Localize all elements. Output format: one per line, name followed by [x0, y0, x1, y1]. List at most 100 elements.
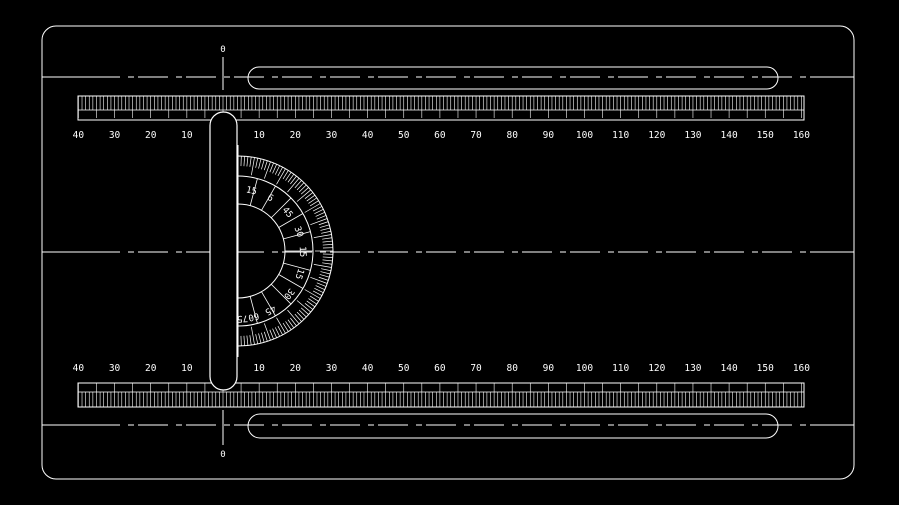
ruler-label: 30	[326, 130, 338, 141]
protractor-tick	[256, 334, 258, 344]
ruler-label: 10	[181, 130, 193, 141]
protractor-tick	[251, 327, 254, 345]
protractor-label: 30	[292, 225, 305, 239]
ruler-label: 80	[506, 130, 518, 141]
protractor-tick	[317, 283, 326, 287]
protractor-tick	[299, 310, 306, 317]
protractor-tick	[320, 228, 330, 230]
bottom-ruler-ticks	[78, 383, 801, 407]
ruler-label: 20	[145, 363, 157, 374]
ruler-label: 50	[398, 363, 410, 374]
ruler-label: 100	[576, 130, 593, 141]
protractor-tick	[247, 157, 248, 167]
protractor-tick	[250, 335, 251, 345]
protractor-tick	[259, 333, 261, 343]
ruler-label: 70	[470, 130, 482, 141]
protractor-tick	[320, 272, 330, 274]
protractor-label: 15	[297, 246, 307, 257]
protractor-tick	[250, 157, 251, 167]
bottom-ruler: 40 30 20 10 10 20 30 40 50 60 70 80 90 100 110 120 130 14…	[73, 363, 811, 407]
protractor-tick	[310, 277, 327, 283]
protractor-tick	[244, 156, 245, 166]
protractor-tick	[322, 263, 332, 264]
ruler-label: 140	[721, 363, 738, 374]
protractor-tick	[247, 336, 248, 346]
protractor-label: 30	[281, 286, 296, 301]
protractor-label: 15	[245, 185, 258, 197]
protractor-tick	[321, 231, 331, 233]
ruler-label: 160	[793, 363, 810, 374]
protractor-tick	[251, 157, 254, 175]
top-ruler-ticks	[78, 96, 801, 118]
ruler-label: 20	[145, 130, 157, 141]
ruler-label: 40	[362, 130, 374, 141]
ruler-label: 20	[290, 130, 302, 141]
ruler-label: 50	[398, 130, 410, 141]
protractor-tick	[314, 235, 332, 238]
ruler-label: 90	[543, 130, 555, 141]
protractor-tick	[297, 312, 304, 319]
ruler-label: 10	[253, 130, 265, 141]
ruler-label: 40	[73, 363, 85, 374]
protractor-tick	[310, 219, 327, 225]
protractor-tick	[259, 159, 261, 169]
protractor-tick	[320, 274, 330, 277]
ruler-label: 80	[506, 363, 518, 374]
ruler-label: 30	[109, 130, 121, 141]
protractor-tick	[261, 160, 264, 170]
protractor-tick	[314, 264, 332, 267]
protractor-tick	[316, 286, 325, 290]
protractor-tick	[273, 329, 277, 338]
protractor-label: 15	[292, 267, 305, 280]
ruler-label: 10	[253, 363, 265, 374]
protractor-tick	[297, 183, 304, 190]
protractor-tick	[319, 277, 329, 280]
ruler-label: 160	[793, 130, 810, 141]
ruler-label: 120	[648, 363, 665, 374]
protractor-inner-arc	[238, 204, 285, 298]
ruler-label: 140	[721, 130, 738, 141]
ruler-label: 10	[181, 363, 193, 374]
ruler-label: 30	[109, 363, 121, 374]
protractor-tick	[270, 330, 274, 339]
ruler-label: 90	[543, 363, 555, 374]
ruler-label: 20	[290, 363, 302, 374]
ruler-label: 30	[326, 363, 338, 374]
protractor-tick	[319, 222, 329, 225]
ruler-label: 110	[612, 363, 629, 374]
zero-label-top: 0	[220, 45, 225, 55]
ruler-label: 110	[612, 130, 629, 141]
protractor-tick	[317, 215, 326, 219]
protractor-tick	[261, 333, 264, 343]
protractor-tick	[321, 269, 331, 271]
protractor-tick	[320, 225, 330, 228]
ruler-label: 40	[362, 363, 374, 374]
ruler-label: 130	[684, 363, 701, 374]
ruler-label: 70	[470, 363, 482, 374]
protractor-tick	[299, 185, 306, 192]
protractor-tick	[316, 212, 325, 216]
ruler-label: 130	[684, 130, 701, 141]
protractor-tick	[322, 238, 332, 239]
ruler-label: 60	[434, 363, 446, 374]
zero-label-bottom: 0	[220, 450, 225, 460]
ruler-label: 60	[434, 130, 446, 141]
protractor-tick	[256, 158, 258, 168]
protractor-label: 6	[265, 193, 275, 204]
protractor-label: 45	[280, 205, 295, 220]
protractor-tick	[273, 164, 277, 173]
protractor-tick	[264, 323, 270, 340]
bottom-ruler-labels: 40 30 20 10 10 20 30 40 50 60 70 80 90 100 110 120 130 14…	[73, 363, 811, 374]
ruler-label: 100	[576, 363, 593, 374]
ruler-label: 150	[757, 130, 774, 141]
protractor-tick	[323, 241, 333, 242]
protractor-tick	[323, 257, 333, 258]
slider-bar	[210, 112, 237, 390]
protractor-tick	[323, 260, 333, 261]
ruler-label: 150	[757, 363, 774, 374]
protractor-tick	[264, 162, 270, 179]
